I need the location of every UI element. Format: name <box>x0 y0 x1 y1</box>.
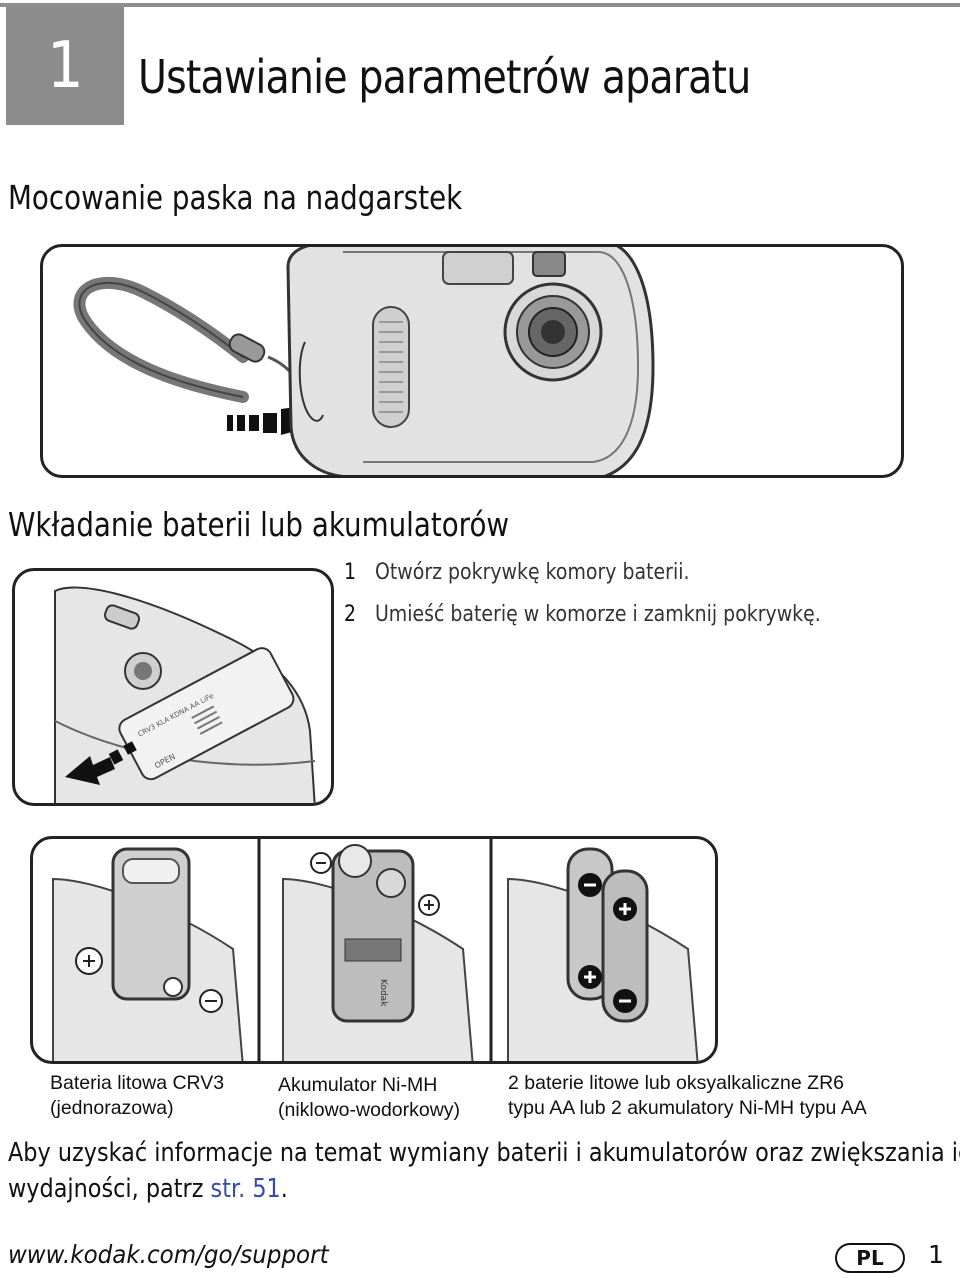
language-badge: PL <box>835 1243 905 1273</box>
caption-line: 2 baterie litowe lub oksyalkaliczne ZR6 <box>508 1072 844 1094</box>
info-prefix: wydajności, patrz <box>8 1174 211 1204</box>
caption-line: Bateria litowa CRV3 <box>50 1072 225 1094</box>
caption-line: typu AA lub 2 akumulatory Ni-MH typu AA <box>508 1097 867 1119</box>
battery-door-illustration: CRV3 KLA KDNA AA LiFe OPEN <box>12 568 334 806</box>
step-text: Umieść baterię w komorze i zamknij pokry… <box>374 602 821 627</box>
caption-line: Akumulator Ni-MH <box>278 1074 438 1096</box>
page-number: 1 <box>928 1240 944 1269</box>
chapter-number-box: 1 <box>6 7 124 125</box>
batteries-section-title: Wkładanie baterii lub akumulatorów <box>8 505 510 544</box>
minus-icon <box>310 852 332 874</box>
battery-types-drawing: Kodak <box>52 839 699 1061</box>
camera-strap-drawing <box>73 247 655 475</box>
info-line: wydajności, patrz str. 51. <box>8 1171 960 1207</box>
caption-line: (jednorazowa) <box>50 1097 174 1119</box>
caption-line: (niklowo-wodorkowy) <box>278 1099 461 1121</box>
plus-icon <box>75 947 103 975</box>
strap-illustration <box>40 244 904 478</box>
plus-icon <box>613 897 637 921</box>
info-line: Aby uzyskać informacje na temat wymiany … <box>8 1138 960 1168</box>
battery-caption-aa: 2 baterie litowe lub oksyalkaliczne ZR6 … <box>508 1071 867 1121</box>
camera-bottom-drawing: CRV3 KLA KDNA AA LiFe OPEN <box>54 586 316 803</box>
step-number: 1 <box>344 560 357 585</box>
strap-section-title: Mocowanie paska na nadgarstek <box>8 178 463 217</box>
battery-caption-crv3: Bateria litowa CRV3 (jednorazowa) <box>50 1071 224 1121</box>
plus-icon <box>578 965 602 989</box>
support-url[interactable]: www.kodak.com/go/support <box>8 1240 329 1269</box>
step-item: 1 Otwórz pokrywkę komory baterii. <box>344 560 821 602</box>
minus-icon <box>613 989 637 1013</box>
minus-icon <box>199 989 223 1013</box>
battery-steps: 1 Otwórz pokrywkę komory baterii. 2 Umie… <box>344 560 898 644</box>
minus-icon <box>578 873 602 897</box>
chapter-title: Ustawianie parametrów aparatu <box>138 50 751 104</box>
info-suffix: . <box>280 1174 288 1204</box>
battery-caption-nimh: Akumulator Ni-MH (niklowo-wodorkowy) <box>278 1073 460 1123</box>
step-text: Otwórz pokrywkę komory baterii. <box>374 560 690 585</box>
battery-info-paragraph: Aby uzyskać informacje na temat wymiany … <box>8 1135 960 1207</box>
top-rule <box>0 3 960 7</box>
plus-icon <box>418 894 440 916</box>
nimh-pack-label: Kodak <box>378 979 388 1007</box>
page-reference-link[interactable]: str. 51 <box>210 1174 281 1204</box>
arrow-icon <box>65 741 137 785</box>
step-number: 2 <box>344 602 357 627</box>
chapter-number: 1 <box>46 29 84 103</box>
step-item: 2 Umieść baterię w komorze i zamknij pok… <box>344 602 821 644</box>
battery-types-illustration: Kodak <box>30 836 718 1064</box>
